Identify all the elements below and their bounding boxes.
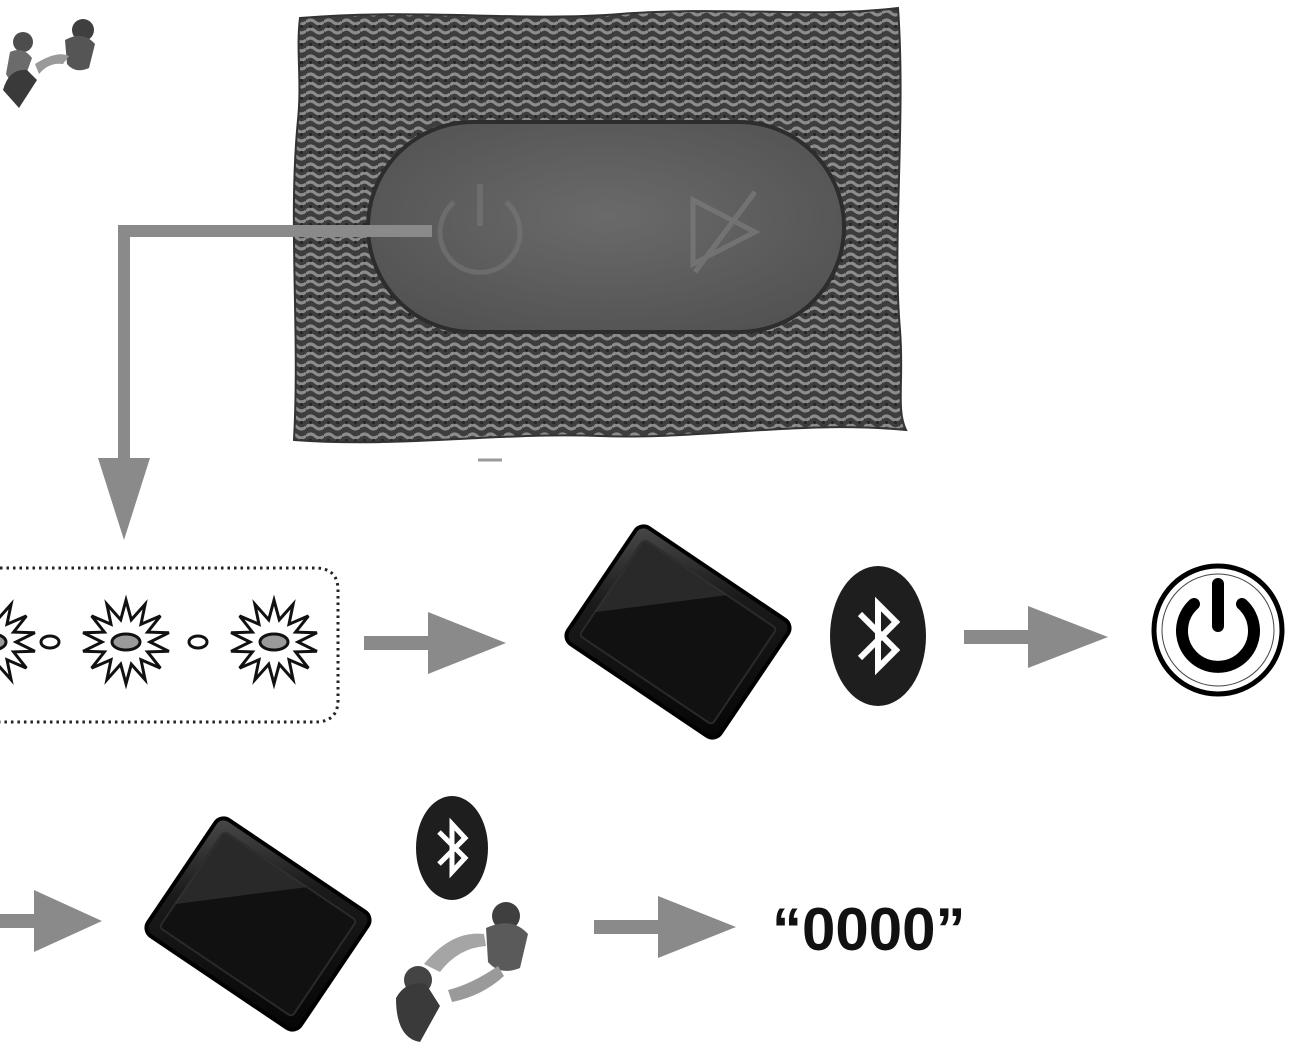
bluetooth-icon-small	[416, 796, 488, 900]
bluetooth-icon	[830, 566, 926, 706]
led-off-dot-2	[187, 634, 209, 650]
tablet-icon-bottom	[144, 816, 372, 1032]
arrow-to-led	[98, 225, 432, 540]
arrow-bottom-left	[0, 890, 102, 952]
speaker-fabric-icon	[292, 6, 908, 444]
led-flash-icon-2	[82, 594, 170, 690]
power-button-icon[interactable]	[437, 184, 523, 275]
arrow-bluetooth-to-power	[964, 606, 1108, 668]
led-status-box	[0, 566, 340, 724]
led-off-dot-1	[39, 634, 61, 650]
tablet-icon	[564, 524, 792, 740]
pairing-people-icon-top	[3, 19, 95, 108]
pairing-people-icon	[396, 902, 528, 1042]
led-flash-icon-1	[0, 599, 36, 685]
pairing-code-label: “0000”	[772, 896, 966, 963]
play-pause-button-icon[interactable]	[690, 190, 761, 274]
arrow-to-pin	[594, 896, 736, 958]
arrow-led-to-tablet	[364, 612, 506, 674]
led-flash-icon-3	[230, 594, 318, 690]
power-icon	[1151, 563, 1285, 697]
